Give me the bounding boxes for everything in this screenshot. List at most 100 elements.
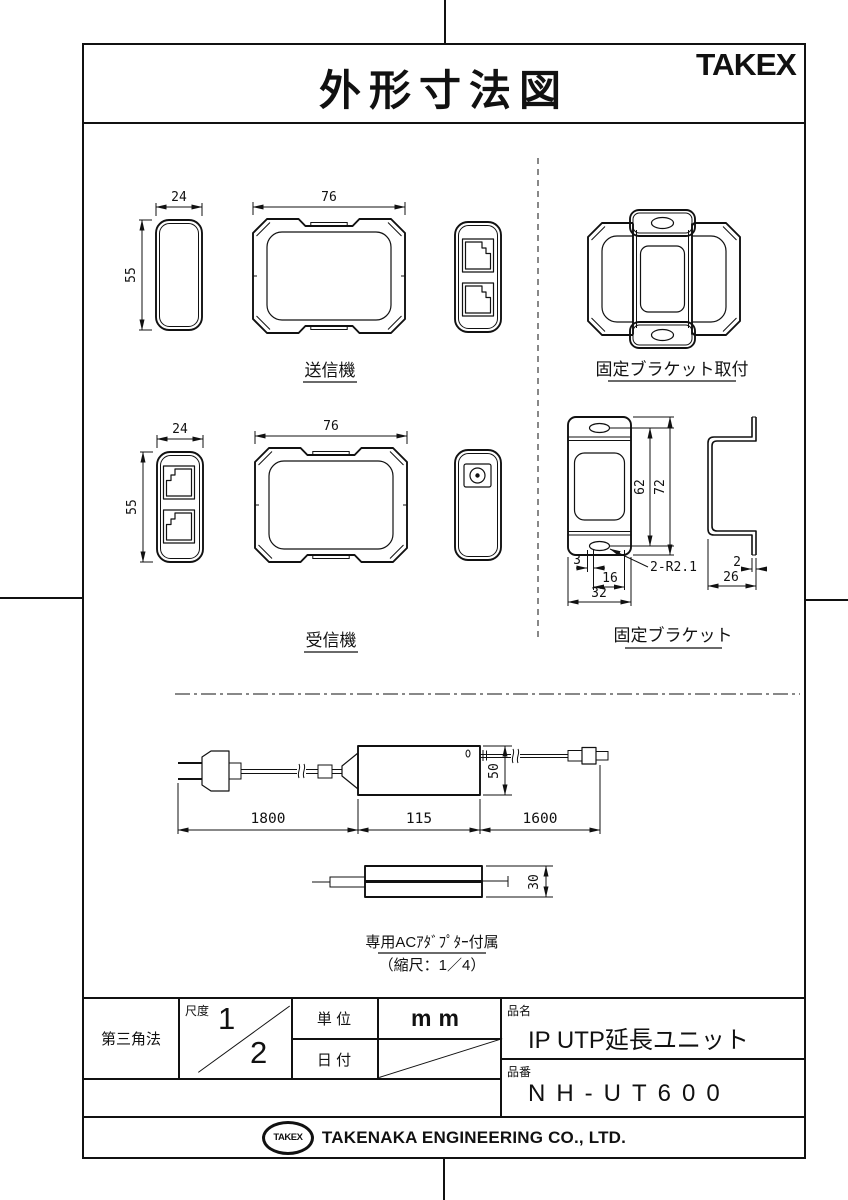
dim-label: 24: [172, 422, 188, 437]
plug-prongs: [178, 762, 202, 780]
product-number-label: 品番: [507, 1065, 532, 1079]
bracket-hole-pitch-dimension: 62: [609, 427, 674, 547]
transmitter-height-dimension: 55: [124, 219, 152, 331]
adapter-scale-note: （縮尺：1／4）: [379, 957, 486, 974]
dim-label: 55: [124, 267, 139, 283]
bracket-front-view: [567, 416, 632, 556]
led-hole: [465, 749, 471, 758]
scale-numerator: 1: [218, 1001, 236, 1036]
date-blank-slash: [379, 1038, 503, 1078]
footer-band: TAKEX TAKENAKA ENGINEERING CO., LTD.: [84, 1116, 804, 1157]
transmitter-side-left-view: [155, 219, 203, 331]
bracket-window: [573, 452, 626, 521]
transmitter-label: 送信機: [303, 361, 357, 383]
slot-hole: [588, 422, 611, 434]
bracket-mounted-view: [587, 209, 741, 349]
dim-label: 76: [323, 419, 339, 434]
adapter-body: [357, 745, 481, 796]
dim-label: 24: [171, 190, 187, 205]
product-name-cell: 品名 IP UTP延長ユニット: [500, 999, 804, 1058]
dim-label: 2-R2.1: [650, 560, 697, 575]
dim-label: 55: [125, 499, 140, 515]
bracket-height-dimension: 72: [633, 416, 674, 556]
dim-label: 1800: [251, 811, 286, 827]
dim-label: 50: [487, 763, 502, 779]
company-name: TAKENAKA ENGINEERING CO., LTD.: [321, 1127, 627, 1147]
svg-text:固定ブラケット: 固定ブラケット: [614, 625, 733, 645]
product-name-label: 品名: [507, 1004, 532, 1018]
bracket-window: [639, 245, 686, 313]
dim-label: 26: [723, 570, 739, 585]
svg-text:専用ACｱﾀﾞﾌﾟﾀｰ付属: 専用ACｱﾀﾞﾌﾟﾀｰ付属: [365, 934, 498, 951]
adapter-note: 専用ACｱﾀﾞﾌﾟﾀｰ付属 （縮尺：1／4）: [365, 934, 498, 974]
dim-label: 2: [733, 555, 741, 570]
dim-label: 16: [602, 571, 618, 586]
dim-label: 115: [406, 811, 432, 827]
dim-label: 1600: [523, 811, 558, 827]
scale-label: 尺度: [185, 1004, 210, 1018]
unit-label: 単 位: [316, 1011, 352, 1028]
receiver-side-left-view: [156, 451, 204, 563]
bracket-tab-top: [629, 209, 696, 237]
ac-adapter-side-view: [312, 865, 509, 898]
slot-hole: [588, 540, 611, 552]
bracket-slot-edge-dimension: 3 16 32: [567, 550, 632, 606]
dc-plug: [567, 746, 609, 765]
date-label: 日 付: [316, 1051, 352, 1069]
registration-mark-right: [806, 599, 848, 601]
svg-text:固定ブラケット取付: 固定ブラケット取付: [596, 359, 749, 379]
ac-plug: [201, 750, 230, 792]
registration-mark-left: [0, 597, 82, 599]
product-number-value: NH-UT600: [528, 1080, 731, 1107]
bracket-label: 固定ブラケット: [614, 625, 733, 649]
receiver-width-dimension: 24: [156, 422, 204, 448]
transmitter-length-dimension: 76: [252, 190, 406, 215]
slot-hole: [650, 328, 675, 342]
receiver-label: 受信機: [304, 631, 358, 653]
adapter-height-dimension: 50: [483, 745, 512, 796]
product-name-value: IP UTP延長ユニット: [528, 1027, 749, 1054]
slot-hole: [650, 216, 675, 230]
bracket-mounted-label: 固定ブラケット取付: [596, 359, 749, 382]
bracket-slot-radius-note: 2-R2.1: [609, 548, 697, 575]
registration-mark-top: [444, 0, 446, 43]
bracket-tab-bottom: [629, 321, 696, 349]
dim-label: 30: [527, 874, 542, 890]
adapter-thickness-dimension: 30: [486, 865, 553, 898]
svg-text:受信機: 受信機: [306, 631, 357, 650]
bracket-side-view: [707, 416, 757, 556]
takex-logo-icon: TAKEX: [261, 1120, 314, 1155]
ac-adapter-top-view: [178, 745, 609, 796]
title-band: 外形寸法図 TAKEX: [84, 45, 804, 124]
product-number-cell: 品番 NH-UT600: [500, 1060, 804, 1118]
dim-label: 62: [633, 479, 648, 495]
adapter-length-dimensions: 1800 115 1600: [177, 765, 601, 834]
rj45-jack-icon: [461, 282, 495, 317]
receiver-side-right-view: [454, 449, 502, 561]
drawing-area: 24 55 76: [124, 158, 800, 974]
rj45-jack-icon: [162, 509, 196, 544]
title-block: 第三角法 尺度 1 2 単 位 mm 日 付 品名 IP UTP延長ユニット 品…: [84, 997, 804, 1118]
transmitter-width-dimension: 24: [155, 190, 203, 216]
receiver-height-dimension: 55: [125, 451, 153, 563]
dc-jack-icon: [463, 463, 492, 488]
projection-method: 第三角法: [100, 1031, 161, 1048]
sheet-frame: 外形寸法図 TAKEX 24 55: [82, 43, 806, 1159]
dim-label: 32: [591, 586, 607, 601]
rj45-jack-icon: [461, 238, 495, 273]
registration-mark-bottom: [443, 1159, 445, 1200]
dim-label: 76: [321, 190, 337, 205]
scale-slash: [198, 1005, 291, 1073]
scale-denominator: 2: [250, 1035, 268, 1070]
brand-logo: TAKEX: [696, 47, 797, 82]
scale-cell: 尺度 1 2: [180, 999, 291, 1078]
unit-value: mm: [411, 1005, 466, 1031]
rj45-jack-icon: [162, 465, 196, 500]
receiver-front-view: [254, 447, 408, 563]
dim-label: 72: [653, 479, 668, 495]
dim-label: 3: [573, 553, 581, 568]
transmitter-side-right-view: [454, 221, 502, 333]
bracket-depth-dimension: 26: [707, 539, 757, 590]
receiver-length-dimension: 76: [254, 419, 408, 444]
